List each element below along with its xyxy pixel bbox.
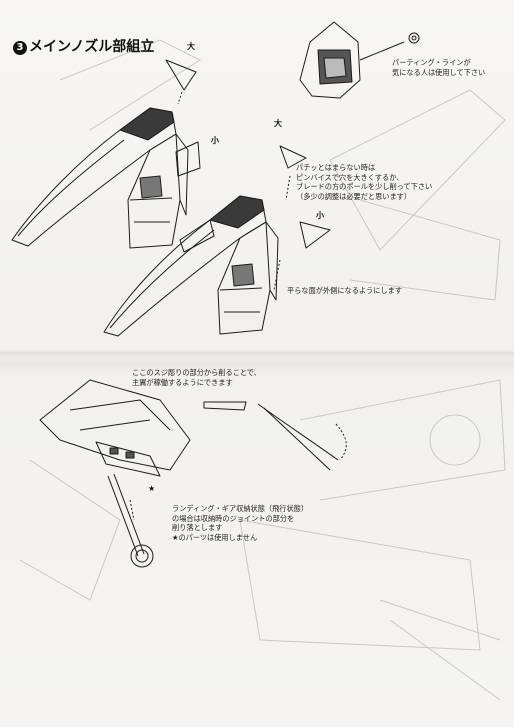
note-line: の場合は収納時のジョイントの部分を [172, 513, 295, 523]
nozzle-detail-part [299, 21, 420, 99]
label-large-2: 大 [274, 119, 282, 128]
note-groove-cut: ここのスジ彫りの部分から削ることで、 主翼が稼働するようにできます [132, 368, 261, 387]
note-line: 主翼が稼働するようにできます [132, 377, 233, 387]
note-line: ブレードの方のポールを少し削って下さい [296, 182, 433, 191]
label-small: 小 [211, 136, 219, 145]
label-small-2: 小 [316, 211, 324, 220]
note-line: ここのスジ彫りの部分から削ることで、 [132, 368, 261, 377]
nozzle-assembly-left [11, 59, 215, 253]
star-marker: ★ [148, 484, 156, 493]
nozzle-assembly-right [103, 145, 331, 337]
note-line: （多少の調整は必要だと思います） [296, 191, 412, 201]
note-line: 削り落とします [172, 523, 223, 532]
note-line: ★のパーツは使用しません [172, 532, 258, 542]
note-flat-face: 平らな面が外側になるようにします [287, 286, 402, 296]
label-large: 大 [187, 42, 195, 51]
note-parting-line: パーティング・ラインが 気になる人は使用して下さい [392, 58, 485, 77]
note-line: パチッとはまらない時は [296, 163, 376, 172]
step-number-badge: 3 [13, 41, 27, 55]
blade-parts [203, 401, 347, 471]
landing-gear-assembly [39, 379, 191, 568]
note-line: ピンバイスで穴を大きくするか、 [296, 172, 404, 182]
note-line: 気になる人は使用して下さい [392, 67, 486, 77]
note-line: ランディング・ギア収納状態（飛行状態） [172, 504, 309, 513]
note-landing-gear: ランディング・ギア収納状態（飛行状態） の場合は収納時のジョイントの部分を 削り… [172, 504, 308, 542]
step-title-text: メインノズル部組立 [29, 39, 155, 55]
note-pin-fit: パチッとはまらない時は ピンバイスで穴を大きくするか、 ブレードの方のポールを少… [296, 163, 432, 201]
note-line: 平らな面が外側になるようにします [287, 286, 403, 295]
page-fold-crease [0, 350, 514, 356]
note-line: パーティング・ラインが [392, 58, 471, 67]
